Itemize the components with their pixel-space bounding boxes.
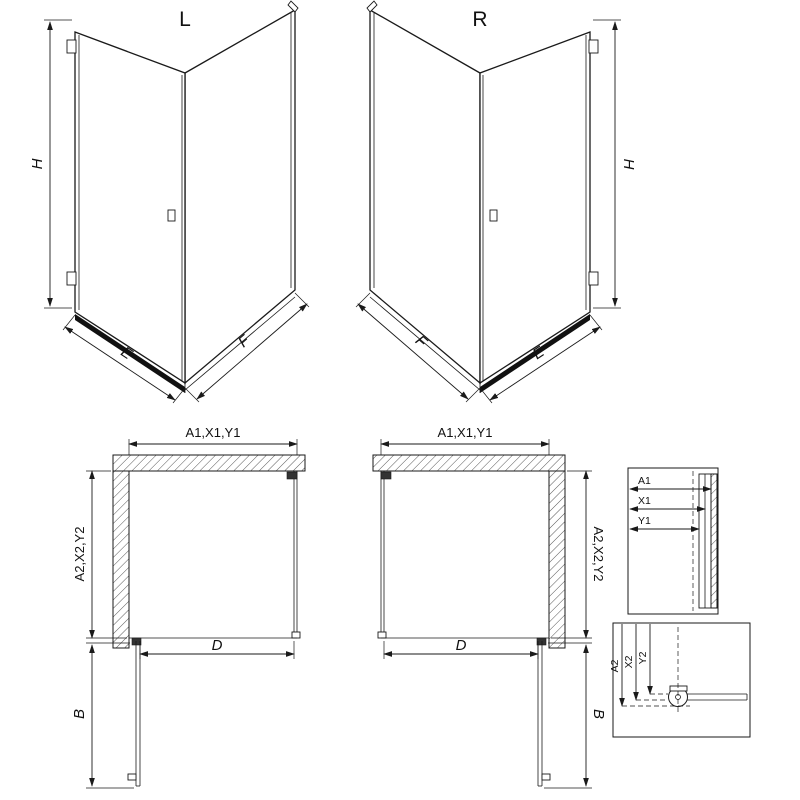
- a1-dim-label-right: A1,X1,Y1: [438, 425, 493, 440]
- dimension-a1-detail: A1: [629, 475, 712, 492]
- b-dim-label-left: B: [71, 709, 88, 719]
- y1-detail-label: Y1: [638, 515, 651, 527]
- wall-right: [548, 470, 566, 649]
- dimension-y1-detail: Y1: [629, 515, 700, 532]
- hinge-icon: [66, 271, 77, 286]
- clamp-bracket-icon: [669, 685, 688, 692]
- wall-section: [710, 473, 718, 609]
- dimension-y2-detail: Y2: [637, 624, 653, 695]
- height-dim-label-left: H: [29, 158, 46, 169]
- b-dim-label-right: B: [590, 709, 607, 719]
- door-hinge-icon: [536, 637, 547, 646]
- dimension-a2-detail: A2: [609, 624, 625, 707]
- detail-frame: [612, 622, 751, 738]
- glass-foot-icon: [291, 631, 301, 639]
- door-handle-icon: [541, 773, 551, 781]
- hinge-icon: [588, 39, 599, 54]
- dimension-a1-left: A1,X1,Y1: [128, 425, 298, 455]
- d-dim-label-left: D: [212, 637, 223, 654]
- iso-view-right: R H F: [355, 0, 637, 404]
- dimension-b-right: B: [544, 642, 607, 789]
- handle-icon: [167, 209, 176, 222]
- x2-detail-label: X2: [623, 655, 635, 668]
- plan-view-left: A1,X1,Y1 A2,X2,Y2: [71, 425, 306, 789]
- open-door-plan: [127, 637, 142, 787]
- corner-bracket-icon: [286, 471, 298, 480]
- wall-top: [112, 454, 306, 472]
- fixed-panel-left-view: [184, 8, 296, 385]
- handle-icon: [489, 209, 498, 222]
- a1-detail-label: A1: [638, 475, 651, 487]
- door-hinge-icon: [131, 637, 142, 646]
- a2-dim-label-right: A2,X2,Y2: [591, 527, 606, 582]
- dimension-height-left: H: [29, 19, 72, 309]
- dimension-x2-detail: X2: [623, 624, 639, 701]
- plan-view-right: A1,X1,Y1 A2,X2,Y2: [372, 425, 607, 789]
- a2-detail-label: A2: [609, 659, 621, 672]
- dimension-x1-detail: X1: [629, 495, 706, 512]
- dimension-a1-right: A1,X1,Y1: [380, 425, 550, 455]
- dimension-d-right: D: [383, 637, 539, 659]
- detail-floor-profile: A2 X2 Y2: [609, 622, 751, 738]
- dimension-d-left: D: [139, 637, 295, 659]
- wall-left: [112, 470, 130, 649]
- d-dim-label-right: D: [456, 637, 467, 654]
- open-door-plan: [536, 637, 551, 787]
- top-bracket-icon: [287, 0, 299, 13]
- dimension-a2-right: A2,X2,Y2: [551, 470, 606, 639]
- dimension-b-left: B: [71, 642, 134, 789]
- wall-top: [372, 454, 566, 472]
- a2-dim-label-left: A2,X2,Y2: [72, 527, 87, 582]
- corner-bracket-icon: [380, 471, 392, 480]
- a1-dim-label-left: A1,X1,Y1: [186, 425, 241, 440]
- hinge-icon: [66, 39, 77, 54]
- view-label-right: R: [472, 8, 487, 31]
- dimension-height-right: H: [593, 19, 637, 309]
- glass-foot-icon: [377, 631, 387, 639]
- detail-width-adjustment: A1 X1 Y1: [627, 467, 719, 615]
- dimension-a2-left: A2,X2,Y2: [72, 470, 127, 639]
- height-dim-label-right: H: [620, 159, 637, 170]
- door-handle-icon: [127, 773, 137, 781]
- hinge-icon: [588, 271, 599, 286]
- iso-view-left: L H E: [29, 0, 310, 404]
- top-bracket-icon: [366, 0, 378, 13]
- fixed-panel-right-view: [369, 8, 481, 385]
- x1-detail-label: X1: [638, 495, 651, 507]
- y2-detail-label: Y2: [637, 651, 649, 664]
- view-label-left: L: [179, 8, 191, 31]
